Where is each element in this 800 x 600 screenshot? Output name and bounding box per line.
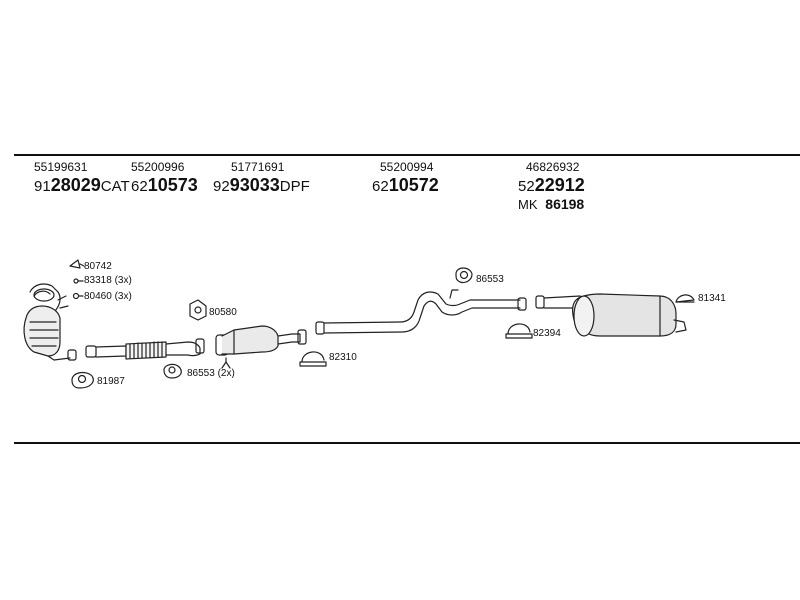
part-header-dpf: 51771691 9293033DPF (213, 161, 310, 194)
part-header-rear-silencer: 46826932 5222912 MK 86198 (518, 161, 585, 211)
gasket-80580 (189, 299, 207, 321)
part-number: 6210573 (131, 175, 198, 195)
callout-83318: 83318 (3x) (84, 275, 132, 286)
gasket-81987 (71, 371, 94, 389)
callout-80742: 80742 (84, 261, 112, 272)
front-pipe (85, 338, 205, 360)
oe-number: 55200994 (380, 160, 434, 174)
part-number: 9293033DPF (213, 175, 310, 195)
callout-80460: 80460 (3x) (84, 291, 132, 302)
bottom-rule (14, 442, 800, 444)
gasket-86553-2x (163, 363, 182, 379)
stud-83318 (73, 278, 84, 284)
gasket-86553 (455, 267, 473, 284)
oe-number: 55200996 (131, 160, 185, 174)
rear-silencer (535, 293, 687, 337)
particulate-filter (215, 325, 307, 369)
part-number: 5222912 (518, 175, 585, 195)
part-header-front-pipe: 55200996 6210573 (131, 161, 198, 194)
top-rule (14, 154, 800, 156)
part-header-middle-pipe: 55200994 6210572 (372, 161, 439, 194)
mounting-kit: MK 86198 (518, 196, 585, 212)
part-header-catalyst: 55199631 9128029CAT (34, 161, 130, 194)
callout-82394: 82394 (533, 328, 561, 339)
catalyst-manifold (23, 283, 77, 361)
clamp-82310 (299, 351, 327, 367)
part-number: 9128029CAT (34, 175, 130, 195)
oe-number: 46826932 (526, 160, 580, 174)
clamp-82394 (505, 323, 533, 339)
middle-pipe (315, 289, 527, 335)
nut-80460 (72, 292, 84, 300)
callout-86553-2x: 86553 (2x) (187, 368, 235, 379)
hanger-81341 (675, 294, 695, 303)
callout-80580: 80580 (209, 307, 237, 318)
oe-number: 51771691 (231, 160, 285, 174)
callout-86553: 86553 (476, 274, 504, 285)
callout-81341: 81341 (698, 293, 726, 304)
oe-number: 55199631 (34, 160, 88, 174)
gasket-80742 (69, 259, 85, 269)
callout-81987: 81987 (97, 376, 125, 387)
callout-82310: 82310 (329, 352, 357, 363)
part-number: 6210572 (372, 175, 439, 195)
